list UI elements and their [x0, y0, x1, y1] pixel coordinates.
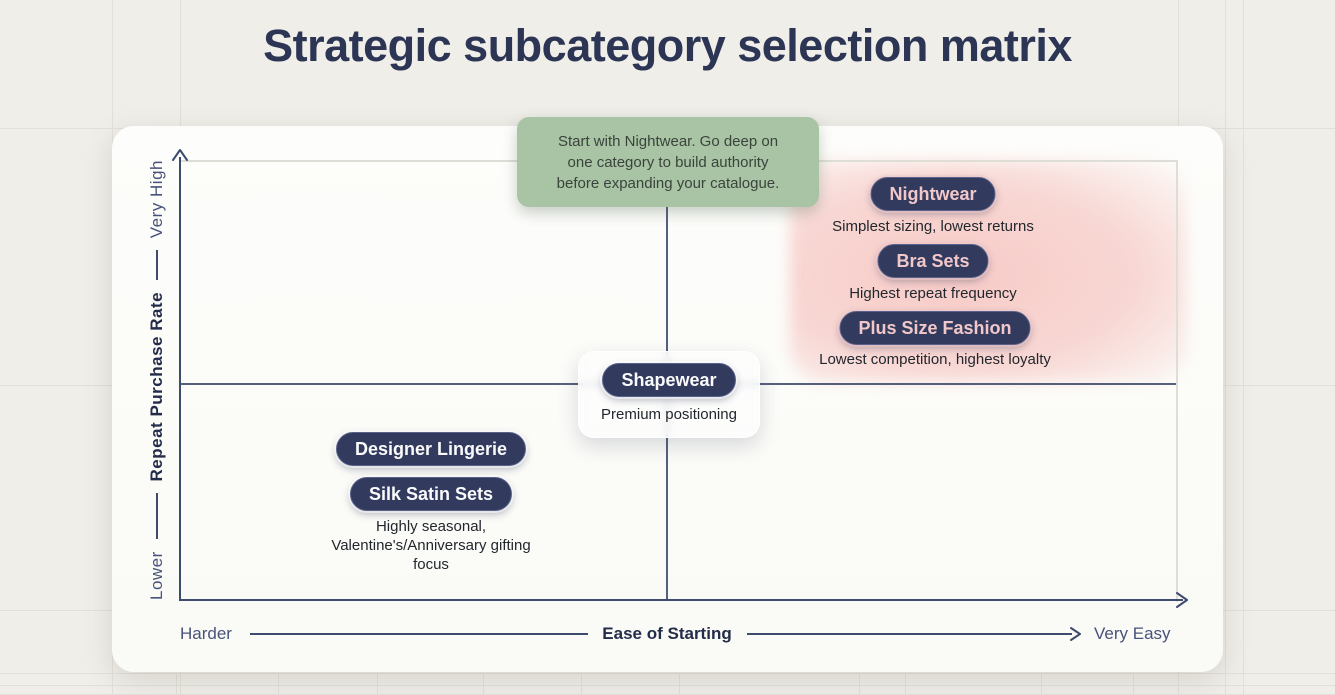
y-axis-title: Repeat Purchase Rate	[147, 291, 166, 482]
annotation-line: one category to build authority	[567, 153, 769, 171]
background-grid-line	[679, 673, 680, 695]
y-axis-line	[179, 157, 181, 600]
annotation-line: before expanding your catalogue.	[556, 174, 780, 192]
background-grid-line	[0, 685, 1335, 686]
background-grid-line	[278, 673, 279, 695]
pill-nightwear: Nightwear	[870, 177, 996, 211]
annotation-line: Start with Nightwear. Go deep on	[557, 132, 779, 150]
y-axis-low-label: Lower	[147, 551, 166, 600]
pill-caption: Premium positioning	[601, 406, 737, 423]
y-axis-dash	[156, 493, 158, 540]
x-axis-arrow-right-icon	[1176, 592, 1188, 608]
pill-caption: Highest repeat frequency	[849, 285, 1017, 302]
annotation-callout: Start with Nightwear. Go deep on one cat…	[517, 117, 819, 207]
pill-plus-size-fashion: Plus Size Fashion	[839, 311, 1031, 345]
background-grid-line	[1133, 673, 1134, 695]
background-grid-line	[859, 673, 860, 695]
pill-bra-sets: Bra Sets	[877, 244, 989, 278]
pill-caption: Valentine's/Anniversary gifting	[331, 537, 531, 554]
x-axis-low-label: Harder	[180, 624, 232, 643]
y-axis-arrow-up-icon	[172, 149, 188, 161]
y-axis-dash	[156, 250, 158, 281]
x-axis-high-label: Very Easy	[1094, 624, 1171, 643]
background-grid-line	[905, 673, 906, 695]
pill-designer-lingerie: Designer Lingerie	[335, 432, 527, 466]
background-grid-line	[581, 673, 582, 695]
background-grid-line	[1225, 0, 1226, 695]
x-axis-line	[179, 599, 1183, 601]
pill-caption: Highly seasonal,	[375, 518, 487, 535]
background-grid-line	[176, 673, 177, 695]
center-card-shapewear: Shapewear Premium positioning	[578, 351, 760, 438]
pill-silk-satin-sets: Silk Satin Sets	[349, 477, 513, 511]
y-axis-label-group: Lower Repeat Purchase Rate Very High	[146, 160, 168, 600]
y-axis-high-label: Very High	[147, 160, 166, 239]
background-grid-line	[0, 673, 1335, 674]
pill-caption: focus	[413, 556, 449, 573]
background-grid-line	[377, 673, 378, 695]
pill-shapewear: Shapewear	[602, 363, 736, 397]
pill-caption: Simplest sizing, lowest returns	[832, 218, 1034, 235]
x-axis-dash	[747, 633, 1072, 635]
page-title: Strategic subcategory selection matrix	[263, 20, 1072, 71]
x-axis-dash	[250, 633, 588, 635]
pill-caption: Lowest competition, highest loyalty	[819, 351, 1051, 368]
background-grid-line	[483, 673, 484, 695]
background-grid-line	[1243, 0, 1244, 695]
background-grid-line	[1041, 673, 1042, 695]
x-axis-label-arrow-icon	[1070, 627, 1081, 641]
x-axis-title: Ease of Starting	[602, 624, 732, 643]
